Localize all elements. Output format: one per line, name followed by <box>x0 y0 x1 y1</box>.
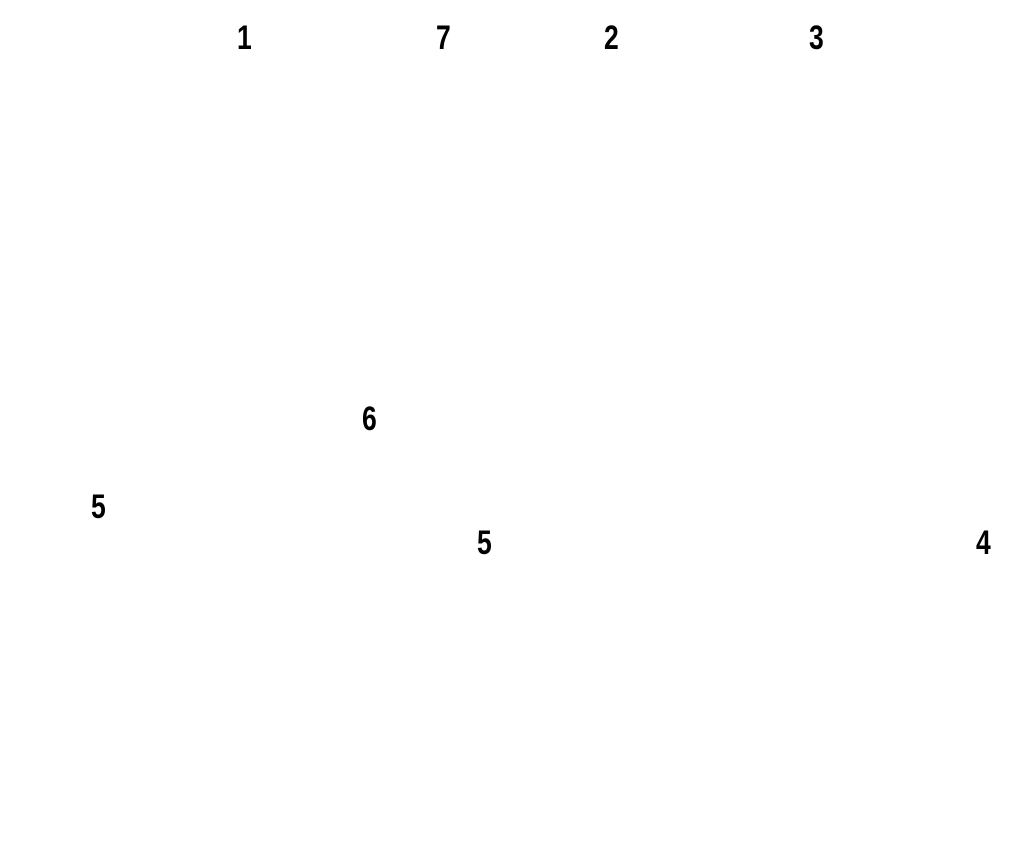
number-label: 4 <box>976 524 991 562</box>
number-label: 7 <box>436 19 451 57</box>
number-label: 2 <box>604 19 619 57</box>
number-label: 3 <box>809 19 824 57</box>
number-label: 5 <box>477 524 492 562</box>
number-label: 6 <box>362 400 377 438</box>
number-label: 1 <box>237 19 252 57</box>
number-label: 5 <box>91 488 106 526</box>
